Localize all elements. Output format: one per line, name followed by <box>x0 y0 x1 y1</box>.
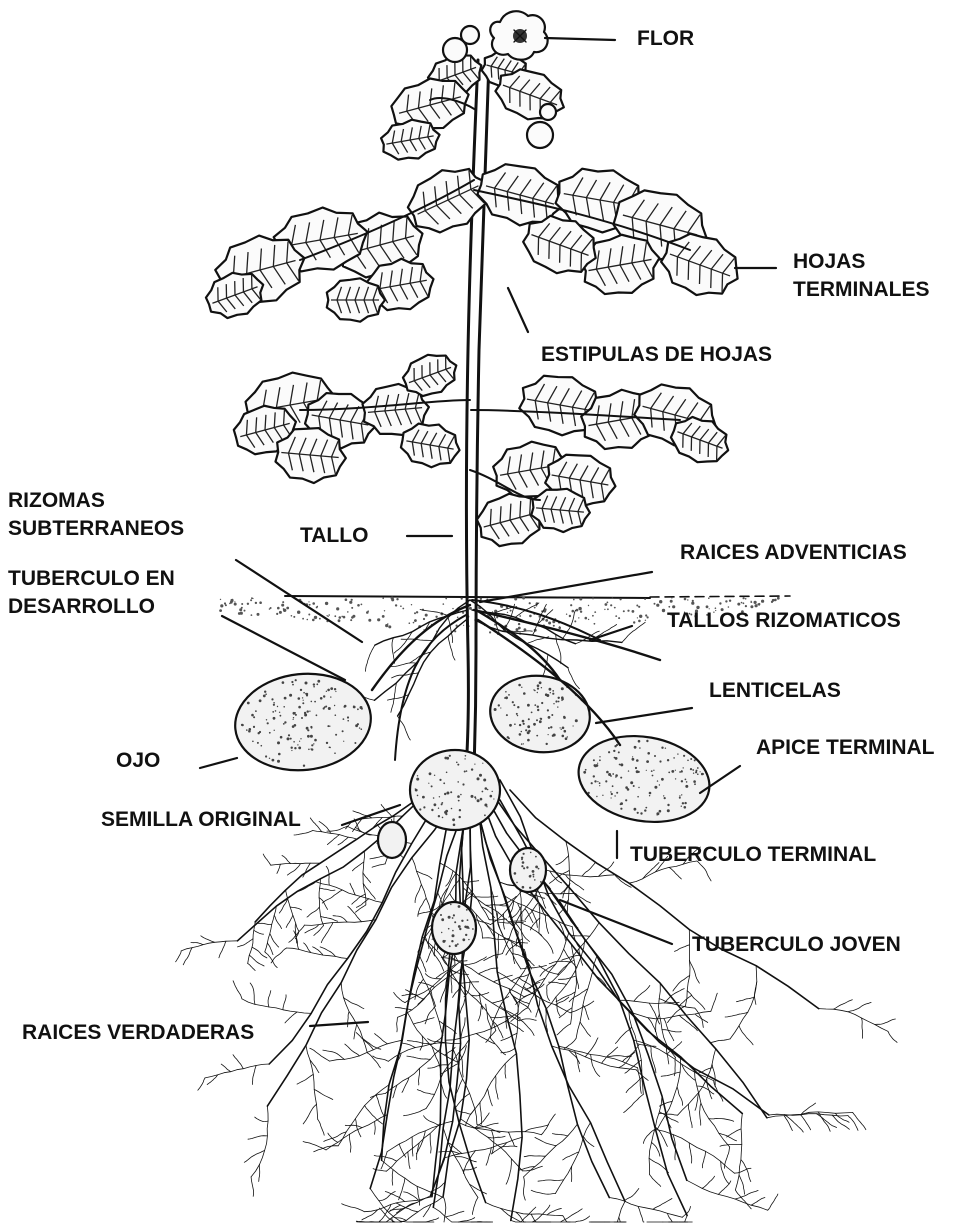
label-ojo: OJO <box>116 749 160 772</box>
label-estipulas-de-hojas: ESTIPULAS DE HOJAS <box>541 343 772 366</box>
label-rizomas-line2: SUBTERRANEOS <box>8 517 184 540</box>
main-stem <box>466 60 489 770</box>
label-tallo: TALLO <box>300 524 368 547</box>
label-raices-adventicias: RAICES ADVENTICIAS <box>680 541 907 564</box>
label-hojas-terminales-line1: HOJAS <box>793 250 865 273</box>
tuber-ojo <box>230 667 375 777</box>
label-tuberculo-en-desarrollo-line2: DESARROLLO <box>8 595 155 618</box>
label-semilla-original: SEMILLA ORIGINAL <box>101 808 301 831</box>
label-hojas-terminales-line2: TERMINALES <box>793 278 930 301</box>
seed-tuber <box>410 750 500 830</box>
label-tuberculo-terminal: TUBERCULO TERMINAL <box>630 843 876 866</box>
label-raices-verdaderas: RAICES VERDADERAS <box>22 1021 254 1044</box>
tuber-terminal <box>572 726 717 832</box>
label-lenticelas: LENTICELAS <box>709 679 841 702</box>
label-tuberculo-joven: TUBERCULO JOVEN <box>692 933 901 956</box>
label-tuberculo-en-desarrollo-line1: TUBERCULO EN <box>8 567 175 590</box>
label-tallos-rizomaticos: TALLOS RIZOMATICOS <box>667 609 901 632</box>
leaflet <box>327 278 385 321</box>
label-rizomas-line1: RIZOMAS <box>8 489 105 512</box>
flower <box>490 11 547 60</box>
label-apice-terminal: APICE TERMINAL <box>756 736 935 759</box>
label-flor: FLOR <box>637 27 694 50</box>
